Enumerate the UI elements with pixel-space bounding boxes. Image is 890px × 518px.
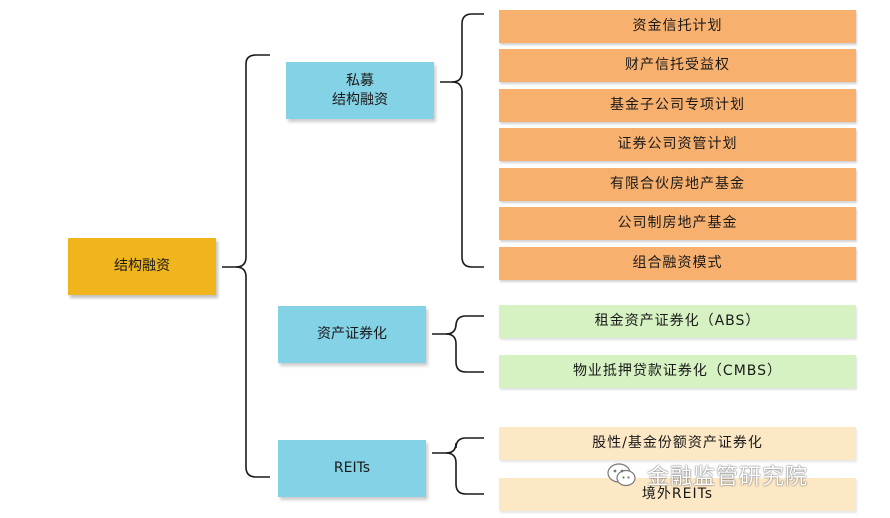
category-private-structured-finance: 私募 结构融资 — [286, 62, 434, 119]
watermark: 金融监管研究院 — [605, 458, 865, 492]
item-trust-fund-plan: 资金信托计划 — [499, 10, 856, 43]
item-overseas-reits: 境外REITs — [499, 478, 856, 511]
item-securities-asset-mgmt-plan: 证券公司资管计划 — [499, 128, 856, 161]
reits-bracket — [432, 437, 484, 454]
item-combined-financing-model: 组合融资模式 — [499, 247, 856, 280]
item-rent-abs: 租金资产证券化（ABS） — [499, 305, 856, 338]
root-node: 结构融资 — [68, 238, 216, 295]
item-equity-fund-share-securitization: 股性/基金份额资产证券化 — [499, 427, 856, 460]
abs-bracket — [432, 315, 484, 335]
item-fund-subsidiary-special-plan: 基金子公司专项计划 — [499, 89, 856, 122]
category-reits: REITs — [278, 440, 426, 497]
item-corporate-real-estate-fund: 公司制房地产基金 — [499, 207, 856, 240]
item-limited-partnership-real-estate-fund: 有限合伙房地产基金 — [499, 168, 856, 201]
watermark-text: 金融监管研究院 — [647, 465, 809, 490]
item-property-trust-beneficiary-right: 财产信托受益权 — [499, 49, 856, 82]
item-cmbs: 物业抵押贷款证券化（CMBS） — [499, 355, 856, 388]
root-bracket — [222, 54, 270, 268]
wechat-icon — [607, 463, 636, 487]
private-bracket — [440, 13, 484, 83]
category-asset-securitization: 资产证券化 — [278, 306, 426, 363]
